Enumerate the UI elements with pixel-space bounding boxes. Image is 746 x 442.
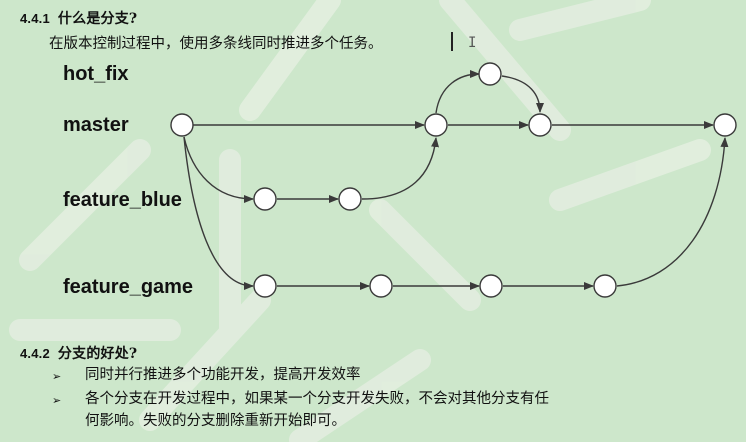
commit-node (170, 113, 194, 137)
commit-node (253, 187, 277, 211)
edge-hotfix-out (435, 70, 480, 114)
bullet-item-2: 各个分支在开发过程中，如果某一个分支开发失败，不会对其他分支有任 何影响。失败的… (85, 388, 549, 432)
bullet-line: 何影响。失败的分支删除重新开始即可。 (85, 413, 346, 429)
edge-blue-in (361, 137, 440, 200)
arrow-bullet-icon: ➢ (52, 370, 62, 383)
ibeam-cursor-icon: I (468, 35, 477, 51)
edge-hotfix-in (501, 75, 544, 113)
edge-game-in (616, 137, 729, 287)
commit-node (338, 187, 362, 211)
section-title: 什么是分支? (57, 11, 138, 27)
commit-node (479, 274, 503, 298)
branch-diagram (170, 62, 737, 298)
commit-node (713, 113, 737, 137)
branch-label-hot-fix: hot_fix (63, 63, 129, 85)
section-title: 分支的好处? (57, 346, 138, 362)
section-number: 4.4.2 (20, 346, 50, 361)
commit-node (478, 62, 502, 86)
text-caret (451, 32, 453, 51)
commit-node (253, 274, 277, 298)
edge-blue-out (183, 136, 254, 203)
branch-label-master: master (63, 114, 129, 136)
section-heading-441: 4.4.1 什么是分支? (20, 8, 137, 28)
commit-node (424, 113, 448, 137)
branch-label-feature-game: feature_game (63, 276, 194, 298)
section-heading-442: 4.4.2 分支的好处? (20, 343, 137, 363)
commit-node (369, 274, 393, 298)
branch-label-feature-blue: feature_blue (63, 189, 182, 211)
commit-node (528, 113, 552, 137)
bullet-item-1: 同时并行推进多个功能开发，提高开发效率 (85, 364, 361, 386)
arrow-bullet-icon: ➢ (52, 394, 62, 407)
commit-node (593, 274, 617, 298)
section-number: 4.4.1 (20, 11, 50, 26)
section-body-text: 在版本控制过程中，使用多条线同时推进多个任务。 (49, 36, 383, 52)
bullet-line: 同时并行推进多个功能开发，提高开发效率 (85, 367, 361, 383)
edge-game-out (183, 136, 254, 290)
bullet-line: 各个分支在开发过程中，如果某一个分支开发失败，不会对其他分支有任 (85, 391, 549, 407)
